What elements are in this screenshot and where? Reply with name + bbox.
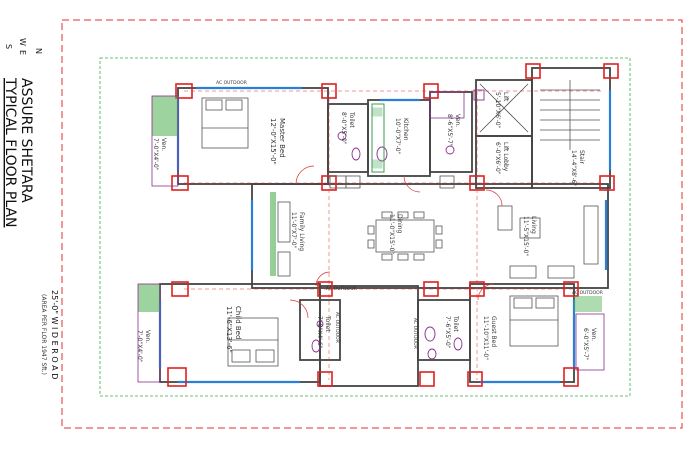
ac-label-2: AC OUTDOOR xyxy=(326,286,357,292)
doors xyxy=(289,165,503,319)
ac-labels: AC OUTDOOR AC OUTDOOR AC OUTDOOR AC OUTD… xyxy=(216,80,603,349)
svg-text:11'-6"X13'-6": 11'-6"X13'-6" xyxy=(225,306,233,353)
svg-text:Lift: Lift xyxy=(502,92,509,102)
grid-lines xyxy=(184,90,604,380)
ac-label-1: AC OUTDOOR xyxy=(216,80,247,86)
svg-text:Toilet: Toilet xyxy=(324,315,331,332)
ac-label-5: AC OUTDOOR xyxy=(412,318,418,349)
setback-line xyxy=(99,57,631,397)
svg-text:Living: Living xyxy=(530,216,537,234)
balconies xyxy=(137,91,605,383)
road-width: 25'-0" W I D E R O A D xyxy=(50,290,59,379)
label-stair: Stair 14'-4"X8'-6" xyxy=(570,150,585,187)
compass-north: N xyxy=(34,48,43,54)
svg-text:8'-0"X5'-0": 8'-0"X5'-0" xyxy=(340,112,347,145)
svg-text:6'-0"X6'-0": 6'-0"X6'-0" xyxy=(494,142,501,175)
compass-south: S xyxy=(4,44,13,49)
svg-text:11'-0"X15'-0": 11'-0"X15'-0" xyxy=(388,214,395,254)
label-ven-1: Ven. 8'-6"X5'-7" xyxy=(446,114,461,147)
plan-subtitle: TYPICAL FLOOR PLAN xyxy=(2,77,18,227)
ac-label-3: AC OUTDOOR xyxy=(572,290,603,296)
svg-text:11'-0"X7'-0": 11'-0"X7'-0" xyxy=(290,212,297,249)
label-guest-bed: Guest Bed 11'-10"X11'-0" xyxy=(482,316,497,360)
svg-text:6'-0"X5'-7": 6'-0"X5'-7" xyxy=(582,328,589,361)
label-dining: Dining 11'-0"X15'-0" xyxy=(388,214,403,254)
svg-text:Ven.: Ven. xyxy=(590,328,597,341)
walls xyxy=(159,67,611,387)
road-label: 25'-0" W I D E R O A D (AREA PER FLOR 19… xyxy=(40,290,59,379)
ac-label-4: AC OUTDOOR xyxy=(334,312,340,343)
svg-text:5'-10"X6'-0": 5'-10"X6'-0" xyxy=(494,92,501,129)
room-labels: Master Bed 12'-0"X15'-0" Toilet 8'-0"X5'… xyxy=(136,92,597,363)
furniture xyxy=(201,80,600,367)
label-toilet-2: Toilet 7'-0"X4'-6" xyxy=(316,315,331,349)
label-ven-child: Ven. 7'-0"X4'-0" xyxy=(136,330,151,363)
label-toilet-1: Toilet 8'-0"X5'-0" xyxy=(340,111,355,145)
svg-text:11'-5"X15'-0": 11'-5"X15'-0" xyxy=(522,216,529,256)
svg-text:12'-0"X15'-0": 12'-0"X15'-0" xyxy=(269,118,277,165)
svg-text:7'-6"X5'-0": 7'-6"X5'-0" xyxy=(444,316,451,349)
svg-text:Kitchen: Kitchen xyxy=(402,118,409,141)
svg-text:Ven.: Ven. xyxy=(144,330,151,343)
svg-text:7'-0"X4'-0": 7'-0"X4'-0" xyxy=(152,138,159,171)
svg-text:8'-6"X5'-7": 8'-6"X5'-7" xyxy=(446,114,453,147)
svg-text:Child Bed: Child Bed xyxy=(234,306,242,339)
svg-text:11'-10"X11'-0": 11'-10"X11'-0" xyxy=(482,316,489,360)
kitchen-counter xyxy=(371,103,385,173)
area-note: (AREA PER FLOR 1947 Sft.) xyxy=(40,294,47,375)
label-toilet-3: Toilet 7'-6"X5'-0" xyxy=(444,315,459,349)
compass-east: E xyxy=(18,50,27,55)
label-living: Living 11'-5"X15'-0" xyxy=(522,216,537,256)
svg-text:Ven.: Ven. xyxy=(454,114,461,127)
compass-west: W xyxy=(18,38,27,46)
plot-boundary xyxy=(61,19,683,429)
svg-text:Lift Lobby: Lift Lobby xyxy=(502,142,509,172)
label-lift: Lift 5'-10"X6'-0" xyxy=(494,92,509,129)
label-master-bed: Master Bed 12'-0"X15'-0" xyxy=(269,118,286,165)
label-kitchen: Kitchen 10'-0"X7'-0" xyxy=(394,118,409,155)
svg-text:7'-0"X4'-6": 7'-0"X4'-6" xyxy=(316,316,323,349)
label-ven-master: Ven. 7'-0"X4'-0" xyxy=(152,138,167,171)
svg-text:Toilet: Toilet xyxy=(348,111,355,128)
title-block: ASSURE SHETARA TYPICAL FLOOR PLAN xyxy=(2,77,34,227)
plan-title: ASSURE SHETARA xyxy=(18,78,34,203)
svg-text:Dining: Dining xyxy=(396,214,403,234)
label-lift-lobby: Lift Lobby 6'-0"X6'-0" xyxy=(494,142,509,175)
fixtures xyxy=(311,89,485,360)
svg-text:Master Bed: Master Bed xyxy=(278,118,286,158)
svg-text:7'-0"X4'-0": 7'-0"X4'-0" xyxy=(136,330,143,363)
label-child-bed: Child Bed 11'-6"X13'-6" xyxy=(225,306,242,353)
compass: N W E S xyxy=(4,38,43,55)
label-family-living: Family Living 11'-0"X7'-0" xyxy=(290,212,305,251)
svg-text:Family Living: Family Living xyxy=(298,212,305,251)
svg-text:Toilet: Toilet xyxy=(452,315,459,332)
svg-text:10'-0"X7'-0": 10'-0"X7'-0" xyxy=(394,118,401,155)
svg-text:Guest Bed: Guest Bed xyxy=(490,316,497,347)
svg-text:Ven.: Ven. xyxy=(160,138,167,151)
label-ven-guest: Ven. 6'-0"X5'-7" xyxy=(582,328,597,361)
svg-text:Stair: Stair xyxy=(578,150,585,165)
svg-text:14'-4"X8'-6": 14'-4"X8'-6" xyxy=(570,150,577,187)
